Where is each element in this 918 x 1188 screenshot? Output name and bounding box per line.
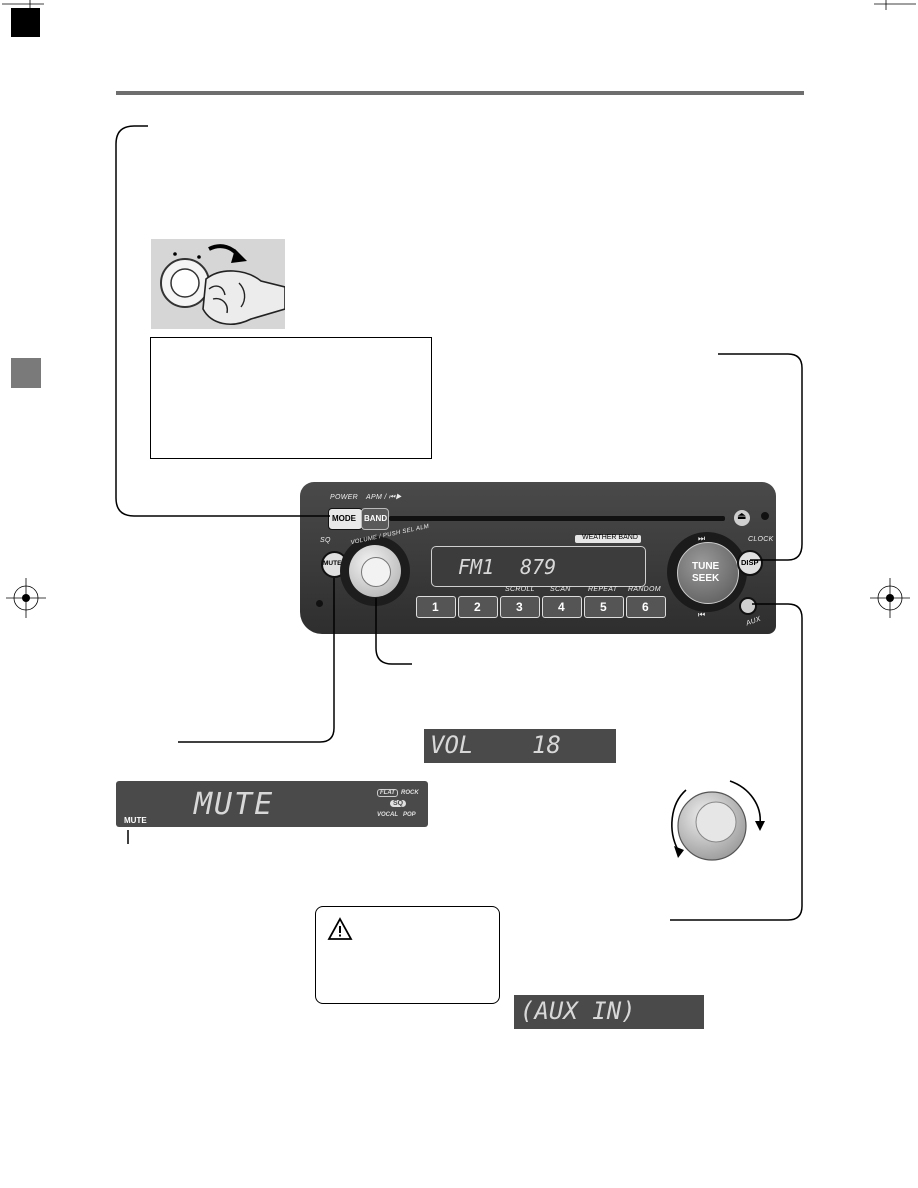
preset-button-5[interactable]: 5: [584, 596, 624, 618]
cd-slot: [389, 516, 725, 521]
prev-track-icon: ⏮: [698, 610, 706, 619]
band-button-label: BAND: [364, 514, 388, 523]
preset-6-label: 6: [642, 600, 649, 614]
tune-seek-button[interactable]: TUNE SEEK: [677, 542, 739, 604]
display-frequency: 879: [520, 555, 557, 579]
warning-icon: [327, 917, 353, 940]
mute-indicator: MUTE: [124, 816, 147, 825]
note-box: [150, 337, 432, 459]
preset-4-label: 4: [558, 600, 565, 614]
side-tab: [11, 358, 41, 388]
header-rule: [116, 91, 804, 95]
aux-display: (AUX IN): [514, 995, 704, 1029]
disp-button-label: DISP: [741, 558, 759, 567]
volume-knob-ring: [340, 536, 410, 606]
sq-label: SQ: [320, 537, 331, 544]
preset-caption-repeat: REPEAT: [588, 586, 618, 593]
screw-right: [761, 512, 769, 520]
display-band: FM1: [458, 555, 495, 579]
preset-button-6[interactable]: 6: [626, 596, 666, 618]
preset-caption-scan: SCAN: [550, 586, 571, 593]
next-track-icon: ⏭: [698, 534, 706, 543]
mute-display: MUTE MUTE FLAT ROCK SQ VOCAL POP: [116, 781, 428, 827]
sound-mode-rock: ROCK: [401, 790, 419, 796]
tune-seek-ring: TUNE SEEK: [667, 532, 747, 612]
sound-mode-sq: SQ: [390, 800, 407, 807]
preset-caption-random: RANDOM: [628, 586, 661, 593]
power-label: POWER: [330, 494, 358, 501]
apm-label: APM / ⏮▶: [366, 494, 402, 501]
caution-box: [315, 906, 500, 1004]
volume-display: VOL 18: [424, 729, 616, 763]
sound-mode-pop: POP: [403, 812, 416, 818]
volume-display-value: 18: [532, 731, 561, 759]
aux-display-text: (AUX IN): [520, 997, 636, 1025]
weather-band-badge: WEATHER BAND: [575, 534, 641, 543]
preset-3-label: 3: [516, 600, 523, 614]
tune-label: TUNE: [692, 561, 720, 572]
screw-left: [316, 600, 323, 607]
ignition-key-illustration: [151, 239, 285, 329]
mode-button-label: MODE: [332, 514, 356, 523]
clock-label: CLOCK: [748, 536, 774, 543]
seek-label: SEEK: [692, 573, 720, 584]
preset-1-label: 1: [432, 600, 439, 614]
volume-display-text: VOL: [430, 731, 474, 759]
preset-caption-scroll: SCROLL: [505, 586, 535, 593]
mute-display-text: MUTE: [194, 787, 275, 822]
main-display: FM1 879: [431, 546, 646, 587]
aux-jack[interactable]: [739, 597, 757, 615]
preset-button-1[interactable]: 1: [416, 596, 456, 618]
volume-knob-center: [361, 557, 391, 587]
weather-band-label: WEATHER BAND: [582, 534, 638, 541]
mute-button-label: MUTE: [323, 560, 342, 567]
preset-5-label: 5: [600, 600, 607, 614]
preset-buttons: 1 2 3 4 5 6 SCROLL SCAN REPEAT RANDOM: [416, 586, 666, 626]
volume-knob[interactable]: [349, 545, 401, 597]
volume-knob-illustration: [660, 776, 780, 876]
preset-button-2[interactable]: 2: [458, 596, 498, 618]
sound-mode-flat: FLAT: [377, 789, 398, 797]
corner-mark: [11, 8, 40, 37]
preset-2-label: 2: [474, 600, 481, 614]
eject-button[interactable]: ⏏: [734, 510, 750, 526]
preset-button-3[interactable]: 3: [500, 596, 540, 618]
disp-button[interactable]: DISP: [737, 550, 763, 576]
preset-button-4[interactable]: 4: [542, 596, 582, 618]
band-button[interactable]: BAND: [361, 508, 389, 530]
sound-mode-vocal: VOCAL: [377, 812, 398, 818]
eject-icon: ⏏: [737, 511, 747, 522]
